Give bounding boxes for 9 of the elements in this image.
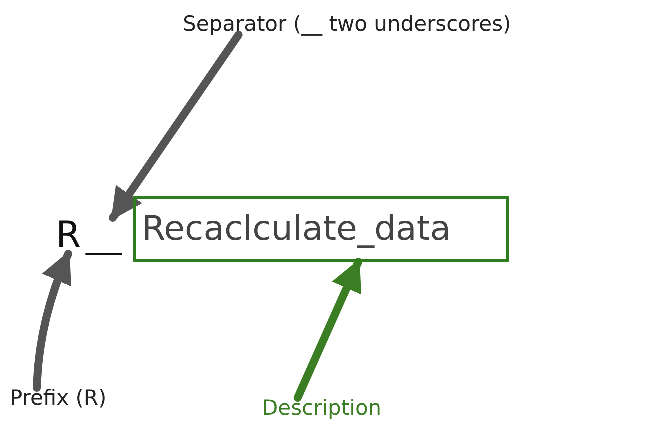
separator-text: __: [86, 218, 122, 254]
arrow: [33, 250, 72, 392]
arrow: [294, 258, 363, 402]
annotation-label: Separator (__ two underscores): [183, 14, 512, 35]
arrow: [109, 31, 243, 222]
prefix-text: R: [56, 218, 82, 254]
annotation-label: Prefix (R): [10, 388, 107, 409]
description-text-box: Recaclculate_data: [133, 196, 509, 262]
annotation-label: Description: [262, 398, 382, 419]
